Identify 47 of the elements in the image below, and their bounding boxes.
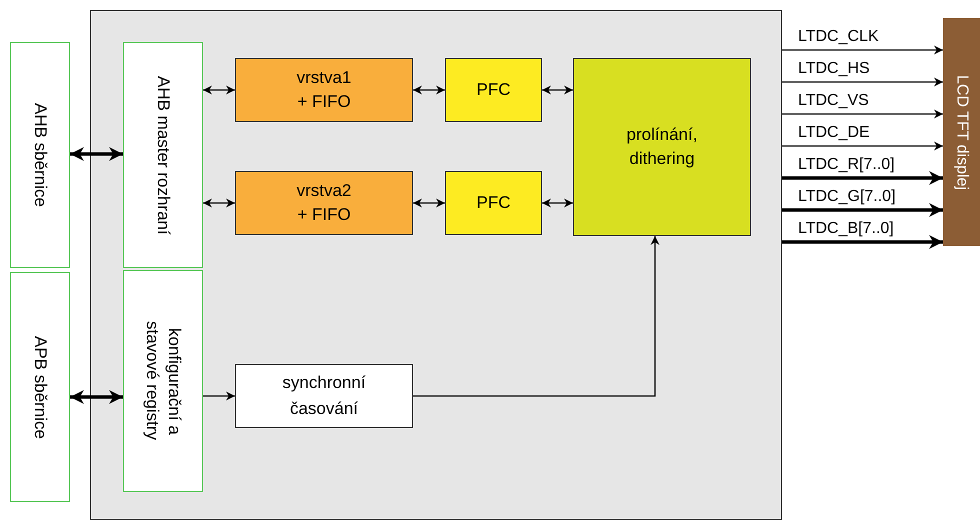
node-text: PFC xyxy=(476,79,512,102)
arrow xyxy=(413,86,445,94)
arrow xyxy=(542,86,573,94)
display-box xyxy=(943,18,980,246)
arrow xyxy=(782,78,943,86)
arrow xyxy=(203,392,235,400)
arrow xyxy=(782,110,943,118)
controller-block xyxy=(90,10,782,520)
node-text: APB sběrnice xyxy=(30,334,51,440)
pfc-box xyxy=(445,171,542,235)
arrow xyxy=(782,142,943,150)
signal-label: LTDC_DE xyxy=(798,123,870,143)
arrow xyxy=(782,46,943,54)
arrow xyxy=(782,203,943,217)
signal-label: LTDC_CLK xyxy=(798,27,879,47)
bus-box xyxy=(10,272,70,502)
arrow xyxy=(70,147,123,161)
arrow xyxy=(782,171,943,185)
timing-box xyxy=(235,364,413,428)
interface-box xyxy=(123,42,203,268)
node-text: AHB master rozhraní xyxy=(153,74,174,236)
arrow xyxy=(413,198,445,208)
pfc-box xyxy=(445,58,542,122)
node-text: vrstva1 + FIFO xyxy=(296,67,352,113)
signal-label: LTDC_B[7..0] xyxy=(798,219,894,239)
arrow xyxy=(203,86,235,94)
node-text: konfigurační a stavové registry xyxy=(142,320,185,443)
node-text: AHB sběrnice xyxy=(30,102,51,209)
node-text: LCD TFT displej xyxy=(952,74,972,192)
arrow xyxy=(203,198,235,208)
signal-label: LTDC_VS xyxy=(798,91,869,111)
node-text: vrstva2 + FIFO xyxy=(296,180,352,226)
signal-label: LTDC_G[7..0] xyxy=(798,187,896,207)
layer-box xyxy=(235,171,413,235)
blending-box xyxy=(573,58,751,236)
layer-box xyxy=(235,58,413,122)
node-text: PFC xyxy=(476,192,512,214)
register-box xyxy=(123,270,203,492)
arrow xyxy=(70,390,123,404)
node-text: prolínání, dithering xyxy=(626,124,698,170)
signal-label: LTDC_HS xyxy=(798,59,870,79)
node-text: synchronní časování xyxy=(281,372,367,420)
arrow xyxy=(413,236,660,397)
arrow xyxy=(542,198,573,208)
signal-label: LTDC_R[7..0] xyxy=(798,155,895,175)
bus-box xyxy=(10,42,70,268)
arrow xyxy=(782,235,943,249)
